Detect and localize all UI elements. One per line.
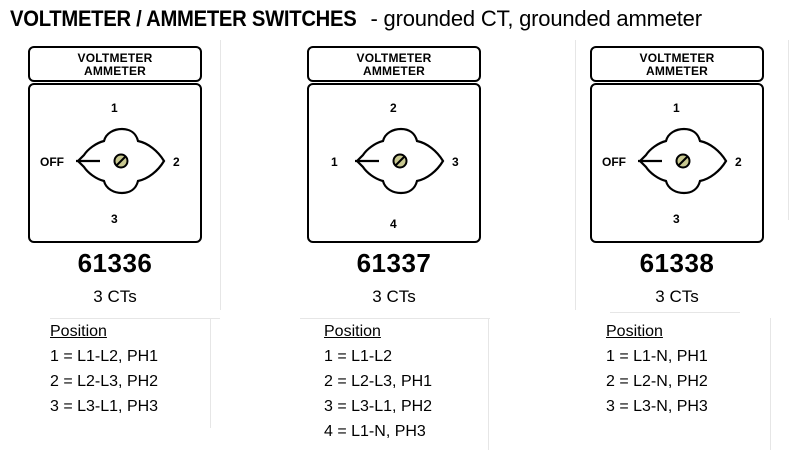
position-item: 1 = L1-N, PH1 [606,348,708,365]
position-item: 3 = L3-N, PH3 [606,398,708,415]
nameplate-line-2: AMMETER [83,64,147,78]
switch-nameplate: VOLTMETER AMMETER [307,46,481,82]
position-item: 2 = L2-L3, PH2 [50,373,159,390]
position-list-61336: Position 1 = L1-L2, PH1 2 = L2-L3, PH2 3… [50,319,158,419]
divider-line [220,40,221,310]
switch-nameplate: VOLTMETER AMMETER [590,46,764,82]
position-item: 1 = L1-L2, PH1 [50,348,159,365]
position-item: 1 = L1-L2 [324,348,393,365]
divider-line [575,40,576,310]
dial-position-left: 1 [331,155,338,169]
rotary-knob-icon [355,127,445,195]
ct-count: 3 CTs [93,287,137,306]
divider-line [788,40,789,220]
ct-count: 3 CTs [655,287,699,306]
position-heading: Position [324,323,381,340]
position-item: 2 = L2-N, PH2 [606,373,708,390]
divider-line [210,318,211,428]
title-bold: VOLTMETER / AMMETER SWITCHES [10,6,357,31]
dial-position-bottom: 4 [390,217,397,231]
title-subtitle: - grounded CT, grounded ammeter [364,6,703,31]
position-list-61338: Position 1 = L1-N, PH1 2 = L2-N, PH2 3 =… [606,319,708,419]
dial-position-top: 1 [111,101,118,115]
part-number: 61336 [77,248,153,278]
nameplate-line-2: AMMETER [362,64,426,78]
nameplate-line-1: VOLTMETER [639,51,715,65]
part-number: 61338 [639,248,715,278]
nameplate-line-1: VOLTMETER [356,51,432,65]
switch-dial-plate: 2 1 3 4 [307,83,481,243]
dial-position-left: OFF [40,155,64,169]
switch-dial-plate: 1 OFF 2 3 [28,83,202,243]
position-heading: Position [50,323,107,340]
rotary-knob-icon [76,127,166,195]
dial-position-right: 2 [173,155,180,169]
divider-line [610,312,740,313]
divider-line [300,318,490,319]
divider-line [50,318,220,319]
dial-position-right: 3 [452,155,459,169]
ct-count: 3 CTs [372,287,416,306]
position-item: 4 = L1-N, PH3 [324,423,426,440]
rotary-knob-icon [638,127,728,195]
nameplate-line-2: AMMETER [645,64,709,78]
divider-line [770,318,771,450]
position-heading: Position [606,323,663,340]
nameplate-line-1: VOLTMETER [77,51,153,65]
dial-position-top: 2 [390,101,397,115]
dial-position-right: 2 [735,155,742,169]
dial-position-left: OFF [602,155,626,169]
part-number: 61337 [356,248,432,278]
position-list-61337: Position 1 = L1-L2 2 = L2-L3, PH1 3 = L3… [324,319,432,444]
dial-position-top: 1 [673,101,680,115]
switch-nameplate: VOLTMETER AMMETER [28,46,202,82]
position-item: 3 = L3-L1, PH3 [50,398,159,415]
switch-dial-plate: 1 OFF 2 3 [590,83,764,243]
dial-position-bottom: 3 [111,212,118,226]
position-item: 2 = L2-L3, PH1 [324,373,433,390]
page-title: VOLTMETER / AMMETER SWITCHES - grounded … [10,4,702,34]
divider-line [488,318,489,450]
dial-position-bottom: 3 [673,212,680,226]
position-item: 3 = L3-L1, PH2 [324,398,433,415]
